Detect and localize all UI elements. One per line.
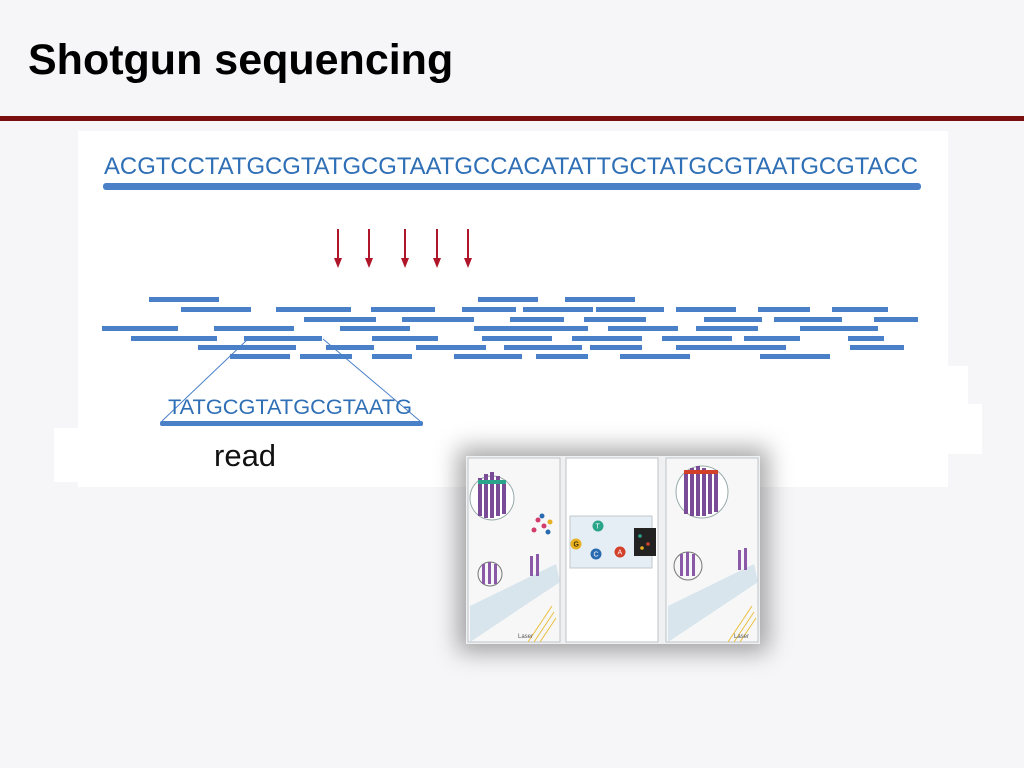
fragment-bar [696, 326, 758, 331]
fragment-bar [416, 345, 486, 350]
read-bar [160, 421, 423, 426]
fragment-bar [198, 345, 296, 350]
fragment-bar [662, 336, 732, 341]
fragment-bar [300, 354, 352, 359]
fragment-bar [504, 345, 582, 350]
title-divider [0, 116, 1024, 121]
sequencing-illustration-drawing: Laser T G C A [466, 456, 760, 644]
read-sequence: TATGCGTATGCGTAATG [168, 396, 412, 419]
laser-label: Laser [518, 634, 533, 640]
fragment-bar [244, 336, 322, 341]
fragment-bar [800, 326, 878, 331]
fragment-bar [181, 307, 251, 312]
fragment-bar [474, 326, 588, 331]
fragment-bar [276, 307, 351, 312]
fragment-bar [565, 297, 635, 302]
fragment-bar [596, 307, 664, 312]
fragmentation-arrows [334, 229, 472, 268]
fragment-bar [590, 345, 642, 350]
fragmentation-arrow [365, 229, 373, 268]
fragment-bar [832, 307, 888, 312]
fragment-bar [214, 326, 294, 331]
fragment-bar [850, 345, 904, 350]
fragmentation-arrow [433, 229, 441, 268]
fragment-bar [402, 317, 474, 322]
fragment-bar [536, 354, 588, 359]
fragment-bar [326, 345, 374, 350]
fragment-bar [744, 336, 800, 341]
fragmentation-arrow [464, 229, 472, 268]
fragment-bar [676, 307, 736, 312]
fragment-bar [523, 307, 593, 312]
fragment-bar [584, 317, 646, 322]
fragment-bar [230, 354, 290, 359]
fragment-bar [758, 307, 810, 312]
zoom-line-left [161, 338, 249, 422]
nucleotide-t: T [596, 524, 601, 531]
fragment-bar [462, 307, 516, 312]
sequencing-illustration: Laser T G C A [466, 456, 760, 644]
fragmentation-arrow [334, 229, 342, 268]
fragmentation-arrow [401, 229, 409, 268]
fragment-bar [774, 317, 842, 322]
fragment-bar [454, 354, 522, 359]
genome-bar [103, 183, 921, 190]
fragment-bar [848, 336, 884, 341]
nucleotide-g: G [574, 542, 579, 549]
fragment-bar [704, 317, 762, 322]
slide-title: Shotgun sequencing [28, 36, 454, 84]
fragment-bar [478, 297, 538, 302]
fragment-bar [874, 317, 918, 322]
fragment-bar [131, 336, 217, 341]
fragment-bar [340, 326, 410, 331]
zoom-line-right [322, 338, 421, 422]
fragment-bar [676, 345, 786, 350]
genome-sequence: ACGTCCTATGCGTATGCGTAATGCCACATATTGCTATGCG… [104, 153, 918, 180]
fragment-bar [304, 317, 376, 322]
fragment-bar [760, 354, 830, 359]
fragment-bar [510, 317, 564, 322]
fragment-bar [149, 297, 219, 302]
read-fragments [102, 297, 918, 359]
fragment-bar [372, 336, 438, 341]
fragment-bar [482, 336, 552, 341]
fragment-bar [620, 354, 690, 359]
fragment-bar [608, 326, 678, 331]
diagram-panel-extension [860, 404, 982, 454]
read-label: read [214, 438, 277, 473]
nucleotide-a: A [618, 550, 623, 557]
fragment-bar [371, 307, 435, 312]
fragment-bar [372, 354, 412, 359]
laser-label: Laser [734, 634, 749, 640]
nucleotide-c: C [594, 552, 599, 559]
fragment-bar [102, 326, 178, 331]
fragment-bar [572, 336, 642, 341]
